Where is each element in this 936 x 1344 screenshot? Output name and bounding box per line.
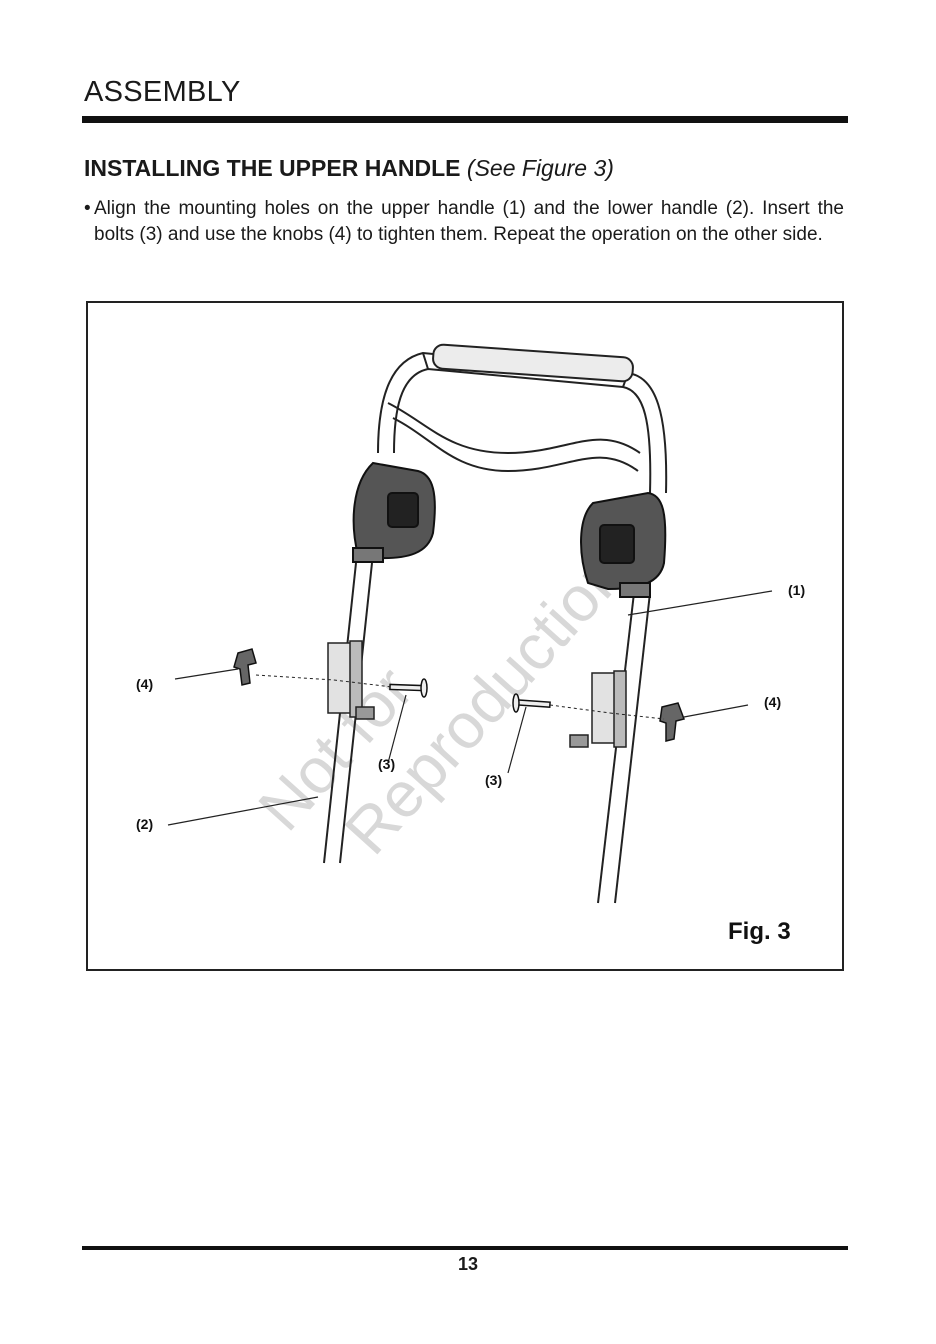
knob-right-icon [660, 703, 684, 741]
figure-reference: (See Figure 3) [467, 155, 614, 181]
step-title-text: INSTALLING THE UPPER HANDLE [84, 155, 461, 181]
instruction-paragraph: • Align the mounting holes on the upper … [84, 196, 844, 248]
label-bolt-left: (3) [378, 756, 395, 772]
handle-assembly-illustration: Not for Reproduction [88, 303, 842, 969]
knob-left-icon [234, 649, 256, 685]
step-title: INSTALLING THE UPPER HANDLE (See Figure … [84, 155, 614, 182]
left-clamp [353, 463, 435, 562]
page-number: 13 [0, 1254, 936, 1275]
instruction-text: Align the mounting holes on the upper ha… [84, 196, 844, 248]
figure-3: Not for Reproduction [86, 301, 844, 971]
label-knob-right: (4) [764, 694, 781, 710]
footer-rule [82, 1246, 848, 1250]
right-clamp [581, 493, 665, 597]
label-bolt-right: (3) [485, 772, 502, 788]
right-mount-plate [570, 671, 626, 747]
watermark: Not for Reproduction [245, 483, 639, 897]
label-lower-handle: (2) [136, 816, 153, 832]
section-rule [82, 116, 848, 123]
bullet: • [84, 196, 91, 222]
label-knob-left: (4) [136, 676, 153, 692]
label-upper-handle: (1) [788, 582, 805, 598]
figure-caption: Fig. 3 [728, 918, 791, 945]
section-title: ASSEMBLY [84, 76, 241, 109]
